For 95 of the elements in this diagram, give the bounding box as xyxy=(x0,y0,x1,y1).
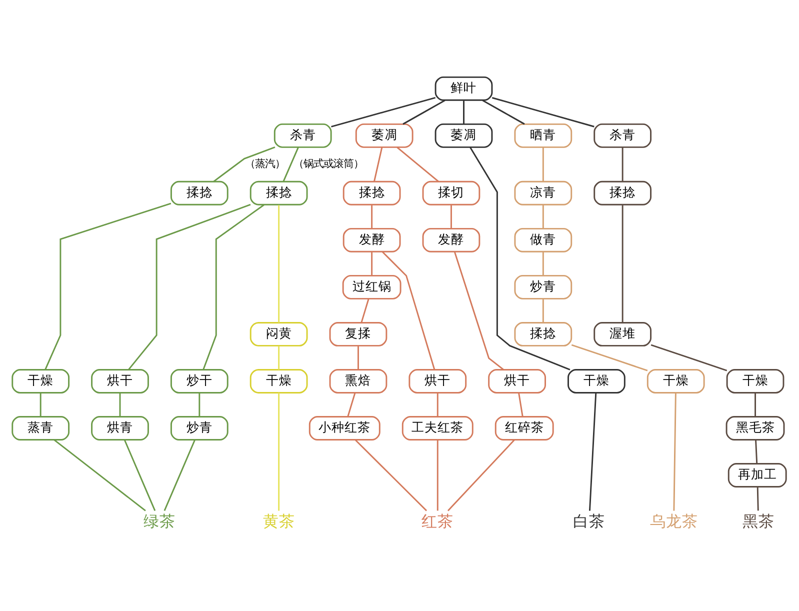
connector xyxy=(754,392,756,416)
node-text: 黑茶 xyxy=(742,510,774,530)
node-text: 绿茶 xyxy=(144,510,176,530)
node-box: 烘干 xyxy=(488,368,546,393)
connector xyxy=(454,251,504,370)
connector xyxy=(374,146,383,182)
node-box: 小种红茶 xyxy=(308,416,380,440)
connector xyxy=(436,392,438,416)
connector xyxy=(482,99,525,124)
connector xyxy=(542,252,544,276)
connector xyxy=(164,439,196,510)
connector xyxy=(360,298,370,322)
connector xyxy=(450,204,452,228)
connector xyxy=(673,392,676,510)
node-box: 干燥 xyxy=(12,368,70,393)
node-box: 炒青 xyxy=(514,274,572,299)
node-box: 鲜叶 xyxy=(434,76,493,100)
node-box: 再加工 xyxy=(728,462,787,487)
node-box: 揉捻 xyxy=(170,180,228,205)
node-box: 红碎茶 xyxy=(494,416,554,440)
node-box: 揉捻 xyxy=(594,180,652,205)
connector xyxy=(436,439,438,510)
connector xyxy=(331,96,436,127)
connector xyxy=(622,146,624,181)
connector xyxy=(470,146,570,370)
node-box: 蒸青 xyxy=(12,416,70,440)
node-box: 杀青 xyxy=(594,122,652,148)
connector xyxy=(542,204,544,228)
node-box: 揉捻 xyxy=(514,321,572,346)
connector xyxy=(622,204,624,322)
connector xyxy=(588,392,597,510)
edge-label: （蒸汽） xyxy=(245,158,286,170)
node-box: 工夫红茶 xyxy=(402,416,474,440)
node-box: 黑毛茶 xyxy=(726,416,785,440)
connector xyxy=(354,438,428,511)
node-box: 干燥 xyxy=(646,368,705,393)
connector xyxy=(650,344,728,371)
connector xyxy=(542,146,544,181)
connector xyxy=(402,99,446,124)
connector xyxy=(202,204,264,370)
node-box: 萎凋 xyxy=(355,122,414,148)
edge-label: （锅式或滚筒） xyxy=(293,158,364,170)
connector xyxy=(347,392,356,416)
connector xyxy=(278,204,280,322)
connector xyxy=(542,298,544,322)
node-box: 杀青 xyxy=(274,122,332,148)
node-text: 黄茶 xyxy=(262,510,295,530)
node-box: 过红锅 xyxy=(342,274,402,299)
connector xyxy=(44,202,172,370)
node-box: 干燥 xyxy=(568,368,626,393)
node-box: 晒青 xyxy=(514,122,572,148)
node-text: 乌龙茶 xyxy=(650,510,698,530)
node-box: 揉捻 xyxy=(342,180,401,205)
node-box: 闷黄 xyxy=(250,321,308,346)
connector xyxy=(382,250,436,370)
connector xyxy=(358,346,359,370)
connector xyxy=(278,392,280,510)
connector xyxy=(447,438,515,511)
node-box: 熏焙 xyxy=(329,368,388,393)
connector xyxy=(128,203,251,370)
connector xyxy=(518,392,524,416)
connector xyxy=(396,146,439,182)
node-box: 复揉 xyxy=(329,321,388,346)
node-box: 揉捻 xyxy=(250,180,308,205)
node-box: 发酵 xyxy=(422,227,480,252)
connector xyxy=(282,146,299,182)
node-text: 白茶 xyxy=(573,510,606,530)
node-box: 炒干 xyxy=(170,368,228,393)
node-box: 萎凋 xyxy=(434,122,493,148)
connector xyxy=(371,204,373,228)
connector xyxy=(755,440,758,464)
connector xyxy=(571,344,648,371)
node-box: 烘干 xyxy=(91,368,149,393)
connector xyxy=(198,392,200,416)
connector xyxy=(213,146,276,182)
connector xyxy=(756,486,759,510)
node-box: 揉切 xyxy=(422,180,480,205)
node-box: 渥堆 xyxy=(594,321,652,346)
node-box: 发酵 xyxy=(342,227,401,252)
node-box: 凉青 xyxy=(514,180,572,205)
connector xyxy=(492,96,594,127)
node-box: 干燥 xyxy=(250,368,308,393)
node-box: 炒青 xyxy=(170,416,228,440)
connector xyxy=(54,438,146,511)
node-box: 烘青 xyxy=(91,416,149,440)
connector xyxy=(371,252,373,276)
connector xyxy=(119,392,121,416)
node-box: 烘干 xyxy=(408,368,467,393)
connector xyxy=(463,100,464,124)
connector xyxy=(40,392,42,416)
connector xyxy=(124,439,156,510)
node-box: 干燥 xyxy=(726,368,784,393)
node-box: 做青 xyxy=(514,227,572,252)
connector xyxy=(278,346,280,370)
node-text: 红茶 xyxy=(422,510,454,530)
